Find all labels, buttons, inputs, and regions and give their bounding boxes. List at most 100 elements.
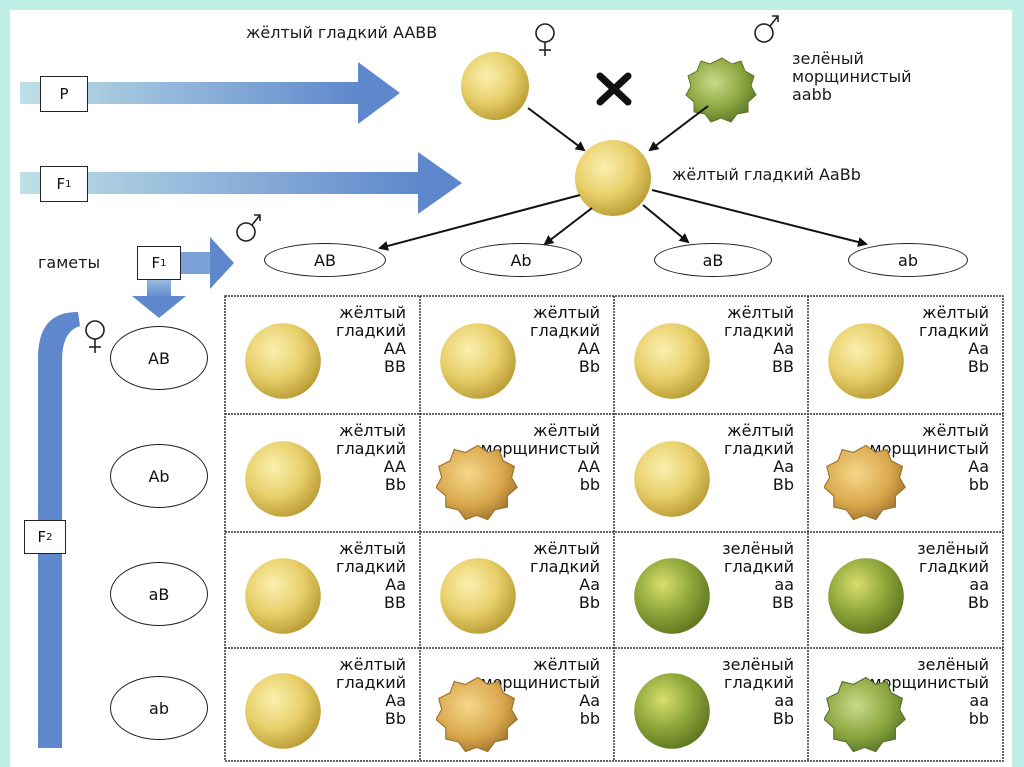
pea-shape	[634, 558, 710, 634]
gametes-arrow	[178, 237, 234, 289]
pea-shape	[634, 441, 710, 517]
phenotype-shape: гладкий	[919, 557, 989, 576]
genotype-b: bb	[579, 475, 600, 494]
male-label-line1: зелёный	[792, 49, 864, 68]
genotype-b: BB	[384, 357, 406, 376]
pea-green-wrinkled	[824, 676, 906, 752]
pea-yellow-smooth	[245, 558, 321, 634]
pea-yellow-smooth	[828, 323, 904, 399]
male-label-line2: морщинистый	[792, 67, 912, 86]
pea-yellow-wrinkled	[436, 676, 518, 752]
genotype-b: Bb	[578, 357, 600, 376]
pea-green-smooth	[634, 672, 710, 749]
male-label-line3: aabb	[792, 85, 832, 104]
phenotype-shape: гладкий	[724, 557, 794, 576]
pea-yellow-wrinkled	[824, 444, 906, 521]
phenotype-shape: морщинистый	[480, 439, 601, 458]
phenotype-shape: гладкий	[724, 439, 794, 458]
pea-shape	[245, 672, 321, 749]
pea-green-smooth	[828, 558, 904, 634]
female-parent-label: жёлтый гладкий AABB	[246, 23, 438, 42]
pea-shape	[436, 444, 518, 521]
genotype-a: aa	[774, 575, 794, 594]
female-gamete-Ab: Ab	[110, 444, 208, 508]
pea-shape	[828, 323, 904, 399]
genotype-b: BB	[772, 357, 794, 376]
phenotype-shape: гладкий	[919, 321, 989, 340]
genotype-b: Bb	[578, 593, 600, 612]
phenotype-color: жёлтый	[727, 303, 794, 322]
pea-shape	[245, 323, 321, 399]
pea-yellow-smooth	[634, 441, 710, 517]
f1-sub: 1	[65, 178, 72, 190]
pea-yellow-smooth	[440, 323, 516, 399]
phenotype-shape: морщинистый	[869, 673, 990, 692]
male-gamete-aB: aB	[654, 243, 772, 277]
phenotype-color: зелёный	[722, 539, 794, 558]
parent-green-wrinkled-pea	[685, 57, 757, 123]
genotype-b: Bb	[967, 593, 989, 612]
phenotype-color: жёлтый	[533, 655, 600, 674]
phenotype-color: жёлтый	[922, 303, 989, 322]
phenotype-color: жёлтый	[727, 421, 794, 440]
p-arrow	[20, 62, 400, 124]
pea-yellow-wrinkled	[436, 444, 518, 521]
genotype-a: Aa	[968, 339, 989, 358]
female-symbol-f2	[85, 320, 105, 353]
f1-arrow	[20, 152, 462, 214]
pea-shape	[824, 444, 906, 521]
genotype-a: Aa	[385, 691, 406, 710]
phenotype-color: жёлтый	[533, 539, 600, 558]
punnett-grid-lines	[224, 295, 1004, 762]
phenotype-shape: морщинистый	[869, 439, 990, 458]
female-gamete-aB: aB	[110, 562, 208, 626]
pea-yellow-smooth	[245, 441, 321, 517]
pea-green-smooth	[634, 558, 710, 634]
cross-symbol	[596, 72, 632, 106]
phenotype-shape: гладкий	[724, 673, 794, 692]
genotype-b: Bb	[967, 357, 989, 376]
phenotype-shape: гладкий	[336, 321, 406, 340]
phenotype-color: жёлтый	[339, 655, 406, 674]
pea-yellow-smooth	[634, 323, 710, 399]
male-symbol-top	[754, 15, 779, 43]
pea-shape	[828, 558, 904, 634]
f1-letter: F	[56, 175, 66, 193]
pea-shape	[634, 672, 710, 749]
genotype-b: BB	[384, 593, 406, 612]
pea-shape	[245, 558, 321, 634]
genotype-a: Aa	[773, 457, 794, 476]
phenotype-color: зелёный	[917, 539, 989, 558]
phenotype-color: жёлтый	[339, 303, 406, 322]
genotype-b: bb	[579, 709, 600, 728]
pea-shape	[440, 323, 516, 399]
pea-shape	[824, 676, 906, 752]
f1-pea	[575, 140, 651, 216]
phenotype-shape: гладкий	[336, 673, 406, 692]
